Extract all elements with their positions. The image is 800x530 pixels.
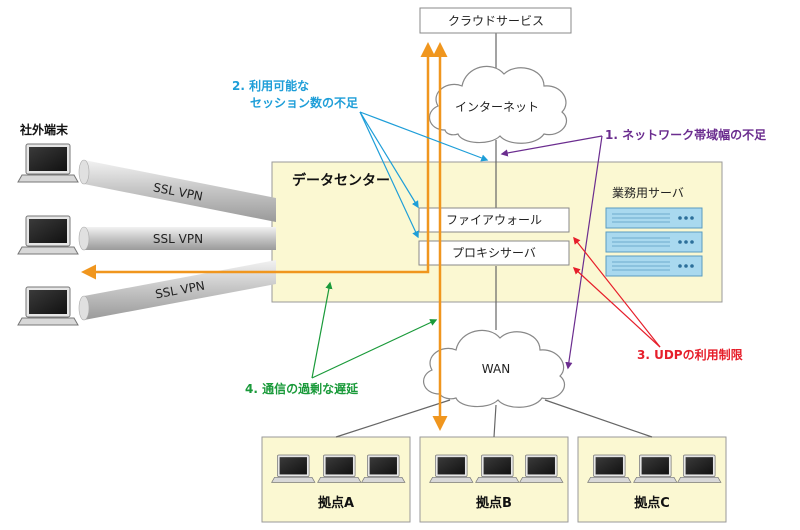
issue2-label-line2: セッション数の不足 — [250, 95, 358, 110]
firewall-label: ファイアウォール — [446, 213, 542, 227]
vpn-label-2: SSL VPN — [153, 232, 203, 246]
cloud-service-box — [419, 7, 572, 34]
wan-label: WAN — [482, 362, 510, 376]
proxy-label: プロキシサーバ — [452, 246, 536, 260]
vpn-tube-2: SSL VPN — [78, 226, 276, 251]
issue2-label-line1: 2. 利用可能な — [232, 78, 309, 93]
server-rack-icon — [605, 207, 703, 277]
issue3-arrows — [572, 236, 661, 348]
vpn-tube-1: SSL VPN — [78, 159, 276, 222]
datacenter-label: データセンター — [292, 172, 390, 189]
external-terminals-label: 社外端末 — [19, 122, 69, 137]
business-server-label: 業務用サーバ — [612, 186, 684, 200]
site-c-laptops — [587, 454, 722, 483]
backbone-lines — [335, 33, 653, 438]
orange-traffic-lines — [81, 42, 448, 431]
external-laptop-1 — [17, 143, 79, 183]
site-c-label: 拠点C — [634, 495, 670, 511]
internet-label: インターネット — [455, 100, 539, 114]
site-b-label: 拠点B — [476, 495, 512, 511]
cloud-service-label: クラウドサービス — [448, 14, 544, 28]
issue2-arrows — [359, 111, 489, 239]
site-a-label: 拠点A — [318, 495, 354, 511]
issue4-label: 4. 通信の過剰な遅延 — [245, 381, 359, 396]
vpn-tube-3: SSL VPN — [78, 260, 276, 321]
issue3-label: 3. UDPの利用制限 — [637, 347, 743, 362]
issue4-arrows — [311, 281, 438, 379]
external-laptop-2 — [17, 215, 79, 255]
external-laptop-3 — [17, 286, 79, 326]
site-a-laptops — [271, 454, 406, 483]
issue1-label: 1. ネットワーク帯域幅の不足 — [605, 127, 766, 142]
site-b-laptops — [429, 454, 564, 483]
